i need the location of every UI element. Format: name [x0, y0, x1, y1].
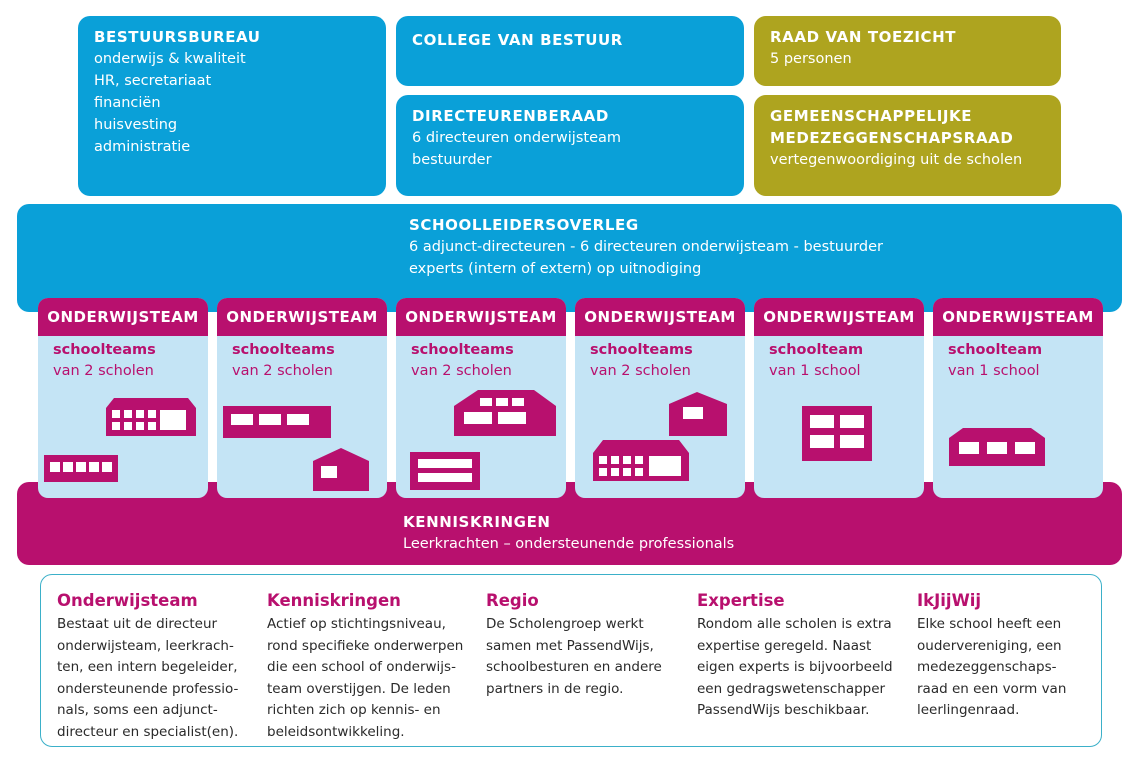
team-subtitle: van 1 school — [948, 363, 1040, 379]
directeurenberaad-line: 6 directeuren onderwijsteam — [412, 130, 621, 146]
info-column-ikjijwij: IkJijWij Elke school heeft een oudervere… — [917, 589, 1066, 722]
kenniskringen-line: Leerkrachten – ondersteunende profession… — [403, 536, 735, 552]
info-line: medezeggenschaps- — [917, 659, 1057, 675]
bestuursbureau-line: HR, secretariaat — [94, 73, 212, 89]
gmr-title-line: GEMEENSCHAPPELIJKE — [770, 107, 973, 125]
info-line: eigen experts is bijvoorbeeld — [697, 659, 893, 675]
team-subtitle: schoolteams — [53, 342, 156, 358]
onderwijsteam-title: ONDERWIJSTEAM — [933, 298, 1103, 336]
info-line: ondersteunende professio- — [57, 680, 239, 697]
raad-van-toezicht-box: RAAD VAN TOEZICHT 5 personen — [754, 16, 1061, 86]
info-line: partners in de regio. — [486, 680, 624, 697]
info-line: rond specifieke onderwerpen — [267, 637, 464, 654]
bestuursbureau-line: onderwijs & kwaliteit — [94, 51, 246, 67]
gmr-line: vertegenwoordiging uit de scholen — [770, 152, 1023, 168]
info-line: expertise geregeld. Naast — [697, 637, 872, 654]
onderwijsteam-title: ONDERWIJSTEAM — [217, 298, 387, 336]
info-heading: Regio — [486, 591, 539, 610]
info-column-regio: Regio De Scholengroep werkt samen met Pa… — [486, 589, 662, 700]
info-line: team overstijgen. De leden — [267, 680, 451, 697]
bestuursbureau-line: financiën — [94, 95, 161, 111]
bestuursbureau-line: huisvesting — [94, 117, 178, 133]
team-subtitle: schoolteam — [948, 342, 1043, 358]
info-line: Actief op stichtingsniveau, — [267, 616, 446, 632]
info-heading: Kenniskringen — [267, 591, 401, 610]
onderwijsteam-title: ONDERWIJSTEAM — [754, 298, 924, 336]
info-heading: IkJijWij — [917, 591, 982, 610]
info-column-onderwijsteam: Onderwijsteam Bestaat uit de directeur o… — [57, 589, 238, 743]
info-heading: Onderwijsteam — [57, 591, 198, 610]
info-column-expertise: Expertise Rondom alle scholen is extra e… — [697, 589, 893, 722]
team-subtitle: van 2 scholen — [232, 363, 333, 379]
info-panel: Onderwijsteam Bestaat uit de directeur o… — [40, 574, 1102, 747]
team-subtitle: van 2 scholen — [590, 363, 691, 379]
school-building-icon — [949, 428, 1045, 466]
raad-title: RAAD VAN TOEZICHT — [770, 28, 957, 46]
kenniskringen-title: KENNISKRINGEN — [403, 513, 551, 531]
info-line: beleidsontwikkeling. — [267, 723, 405, 740]
bestuursbureau-box: BESTUURSBUREAU onderwijs & kwaliteit HR,… — [78, 16, 386, 196]
info-line: directeur en specialist(en). — [57, 723, 239, 740]
directeurenberaad-box: DIRECTEURENBERAAD 6 directeuren onderwij… — [396, 95, 744, 196]
onderwijsteam-card: ONDERWIJSTEAM schoolteams van 2 scholen — [38, 298, 208, 498]
info-line: een gedragswetenschapper — [697, 680, 886, 697]
directeurenberaad-line: bestuurder — [412, 152, 492, 168]
team-subtitle: van 2 scholen — [411, 363, 512, 379]
team-subtitle: schoolteam — [769, 342, 864, 358]
info-line: oudervereniging, een — [917, 637, 1062, 654]
team-subtitle: van 2 scholen — [53, 363, 154, 379]
info-line: ten, een intern begeleider, — [57, 659, 238, 675]
onderwijsteam-title: ONDERWIJSTEAM — [396, 298, 566, 336]
school-buildings-icon — [410, 390, 556, 490]
schoolleidersoverleg-line: 6 adjunct-directeuren - 6 directeuren on… — [409, 239, 883, 255]
gmr-title-line: MEDEZEGGENSCHAPSRAAD — [770, 129, 1014, 147]
info-line: richten zich op kennis- en — [267, 702, 441, 718]
info-line: onderwijsteam, leerkrach- — [57, 637, 234, 654]
info-line: Bestaat uit de directeur — [57, 616, 218, 632]
info-line: Elke school heeft een — [917, 616, 1062, 632]
school-building-icon — [802, 406, 872, 461]
onderwijsteam-title: ONDERWIJSTEAM — [575, 298, 745, 336]
team-subtitle: van 1 school — [769, 363, 861, 379]
bestuursbureau-title: BESTUURSBUREAU — [94, 28, 261, 46]
info-line: Rondom alle scholen is extra — [697, 616, 892, 632]
team-subtitle: schoolteams — [590, 342, 693, 358]
bestuursbureau-line: administratie — [94, 139, 191, 155]
info-column-kenniskringen: Kenniskringen Actief op stichtingsniveau… — [267, 589, 463, 743]
info-line: nals, soms een adjunct- — [57, 702, 218, 718]
gmr-box: GEMEENSCHAPPELIJKE MEDEZEGGENSCHAPSRAAD … — [754, 95, 1061, 196]
info-heading: Expertise — [697, 591, 785, 610]
info-line: raad en een vorm van — [917, 680, 1067, 697]
team-subtitle: schoolteams — [232, 342, 335, 358]
info-line: schoolbesturen en andere — [486, 659, 662, 675]
directeurenberaad-title: DIRECTEURENBERAAD — [412, 107, 609, 125]
raad-line: 5 personen — [770, 51, 852, 67]
info-line: samen met PassendWijs, — [486, 637, 654, 654]
schoolleidersoverleg-box: SCHOOLLEIDERSOVERLEG 6 adjunct-directeur… — [17, 204, 1122, 312]
info-line: PassendWijs beschikbaar. — [697, 702, 870, 718]
schoolleidersoverleg-title: SCHOOLLEIDERSOVERLEG — [409, 216, 639, 234]
info-line: leerlingenraad. — [917, 702, 1020, 718]
onderwijsteam-title: ONDERWIJSTEAM — [38, 298, 208, 336]
onderwijsteam-card: ONDERWIJSTEAM schoolteam van 1 school — [754, 298, 924, 498]
info-line: die een school of onderwijs- — [267, 659, 456, 675]
team-subtitle: schoolteams — [411, 342, 514, 358]
onderwijsteam-card: ONDERWIJSTEAM schoolteam van 1 school — [933, 298, 1103, 498]
college-title: COLLEGE VAN BESTUUR — [412, 31, 623, 49]
school-buildings-icon — [44, 398, 196, 482]
school-buildings-icon — [593, 392, 727, 481]
info-line: De Scholengroep werkt — [486, 616, 644, 632]
college-van-bestuur-box: COLLEGE VAN BESTUUR — [396, 16, 744, 86]
onderwijsteam-card: ONDERWIJSTEAM schoolteams van 2 scholen — [575, 298, 745, 498]
onderwijsteam-card: ONDERWIJSTEAM schoolteams van 2 scholen — [396, 298, 566, 498]
school-buildings-icon — [223, 406, 369, 491]
schoolleidersoverleg-line: experts (intern of extern) op uitnodigin… — [409, 261, 702, 277]
onderwijsteam-card: ONDERWIJSTEAM schoolteams van 2 scholen — [217, 298, 387, 498]
